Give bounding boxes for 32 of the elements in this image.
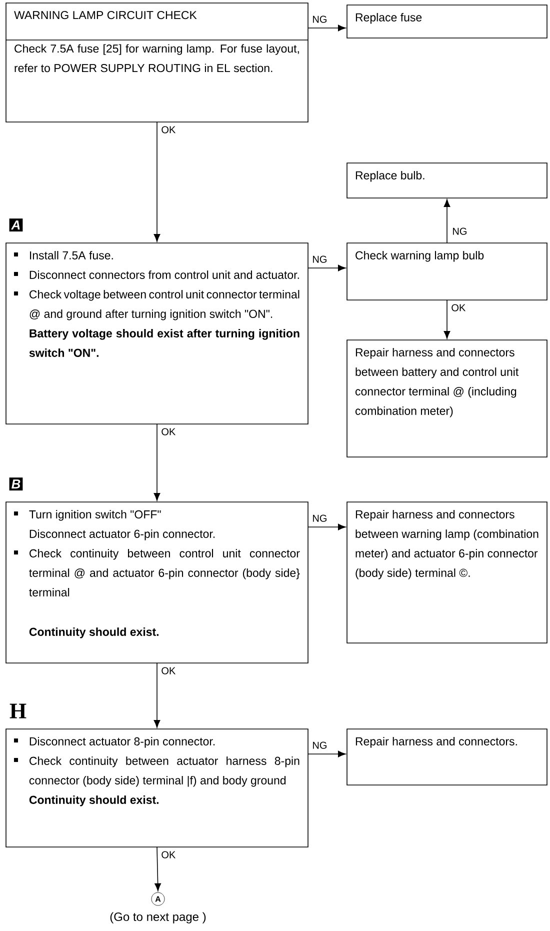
action-box: Repair harness and connectors between warning lamp (combination meter) and actuator 6-pin connector (body side) terminal ©.	[346, 502, 548, 644]
arrow	[308, 24, 346, 32]
arrow	[444, 199, 450, 244]
arrow	[154, 662, 160, 728]
arrow	[308, 750, 346, 758]
step-box: Disconnect actuator 8-pin connector. Check continuity between actuator harness 8-pin connector (body side) terminal |f) and body ground Continuity should exist.	[6, 728, 308, 848]
arrow	[308, 264, 346, 272]
arrow	[154, 846, 161, 892]
edge-label: OK	[450, 303, 467, 312]
edge-label: OK	[160, 666, 177, 676]
note-text: (Go to next page )	[110, 912, 206, 924]
step-box: Install 7.5A fuse. Disconnect connectors from control unit and actuator. Check voltage between control unit connector terminal @ and ground after turning ignition switch "ON". Battery voltage should exist after turning ignition switch "ON".	[6, 242, 308, 424]
edge-label: NG	[311, 14, 328, 24]
step-marker: H	[10, 704, 26, 718]
action-box: Replace fuse	[346, 4, 548, 38]
step-box: WARNING LAMP CIRCUIT CHECK Check 7.5A fuse [25] for warning lamp. For fuse layout, refer to POWER SUPPLY ROUTING in EL section.	[6, 2, 308, 122]
arrow	[308, 524, 346, 530]
edge-label: NG	[451, 226, 468, 236]
action-box: Repair harness and connectors.	[346, 728, 548, 786]
edge-label: NG	[311, 740, 328, 750]
arrow	[154, 424, 160, 501]
edge-label: NG	[311, 254, 328, 264]
action-box: Repair harness and connectors between battery and control unit connector terminal @ (including combination meter)	[346, 340, 548, 458]
edge-label: NG	[311, 514, 328, 523]
step-box: Turn ignition switch "OFF" Disconnect actuator 6-pin connector. Check continuity between control unit connector terminal @ and actuator 6-pin connector (body side} terminal Continuity should exist.	[6, 502, 308, 664]
edge-label: OK	[160, 125, 177, 134]
edge-label: OK	[160, 850, 177, 860]
action-box: Replace bulb.	[346, 162, 548, 198]
arrow	[444, 300, 450, 339]
arrow	[154, 122, 160, 242]
action-box: Check warning lamp bulb	[346, 242, 548, 300]
edge-label: OK	[160, 427, 177, 436]
